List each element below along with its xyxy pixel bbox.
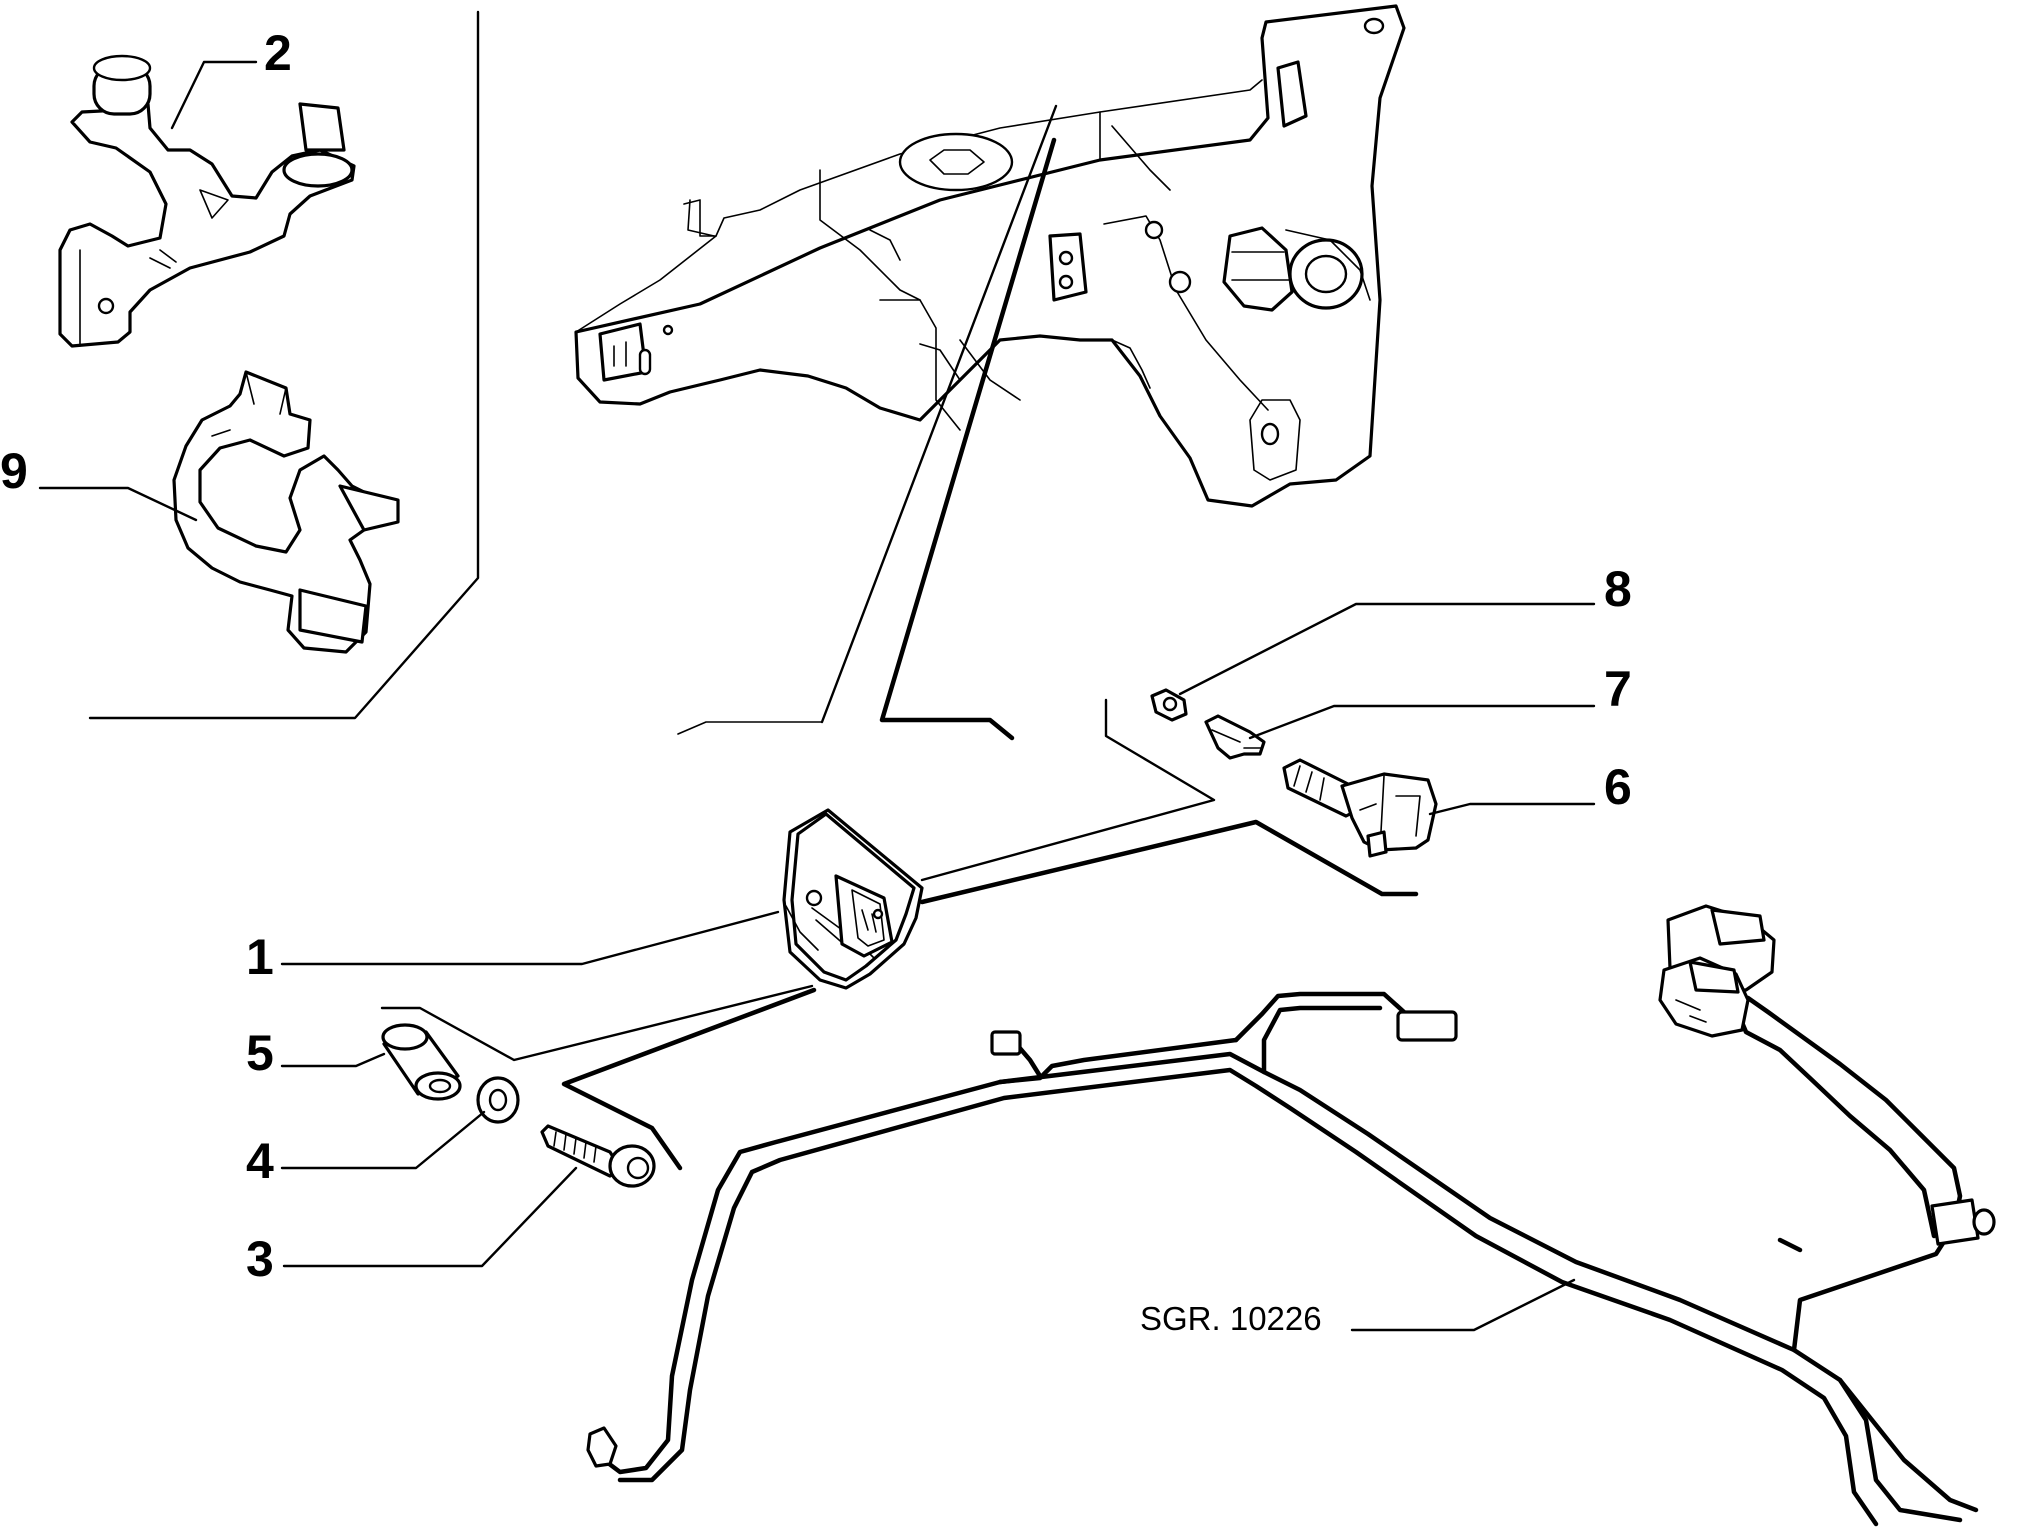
leader-panel-to-part1 xyxy=(820,104,1058,724)
callout-2: 2 xyxy=(264,25,292,81)
leader-1 xyxy=(280,910,780,966)
part-4-washer xyxy=(476,1076,520,1124)
leader-5 xyxy=(280,1052,386,1068)
part-7-terminal xyxy=(1204,714,1266,760)
leader-part6-frame xyxy=(920,698,1216,882)
leader-9 xyxy=(38,486,198,522)
leader-3 xyxy=(282,1166,578,1268)
reference-code: SGR. 10226 xyxy=(1140,1300,1322,1337)
part-3-screw xyxy=(540,1124,656,1188)
leader-2 xyxy=(170,60,258,130)
part-8-nut xyxy=(1150,688,1188,722)
part-6-connector xyxy=(1282,758,1438,858)
callout-9: 9 xyxy=(0,443,28,499)
leader-7 xyxy=(1248,704,1596,740)
leader-6 xyxy=(1428,802,1596,816)
leader-4 xyxy=(280,1110,486,1170)
body-panel xyxy=(574,4,1406,508)
leader-part6-frame-b xyxy=(919,819,1419,905)
inset-frame xyxy=(88,10,480,720)
leader-ref xyxy=(1350,1278,1576,1332)
part-2-bracket xyxy=(58,54,356,348)
callout-8: 8 xyxy=(1604,561,1632,617)
callout-7: 7 xyxy=(1604,661,1632,717)
callout-1: 1 xyxy=(246,929,274,985)
callout-5: 5 xyxy=(246,1025,274,1081)
part-9-clamp xyxy=(172,370,400,654)
callout-6: 6 xyxy=(1604,759,1632,815)
callout-4: 4 xyxy=(246,1133,274,1189)
part-5-spacer xyxy=(381,1023,462,1101)
leader-8 xyxy=(1178,602,1596,696)
leader-part1-to-fasteners xyxy=(380,984,814,1062)
part-1-resistor xyxy=(782,808,924,990)
leader-panel-to-part1-b xyxy=(879,137,1057,741)
leader-part1-to-fasteners-b xyxy=(561,987,817,1171)
wiring-harness xyxy=(586,904,1996,1527)
callout-3: 3 xyxy=(246,1231,274,1287)
leader-base-1 xyxy=(677,721,823,735)
